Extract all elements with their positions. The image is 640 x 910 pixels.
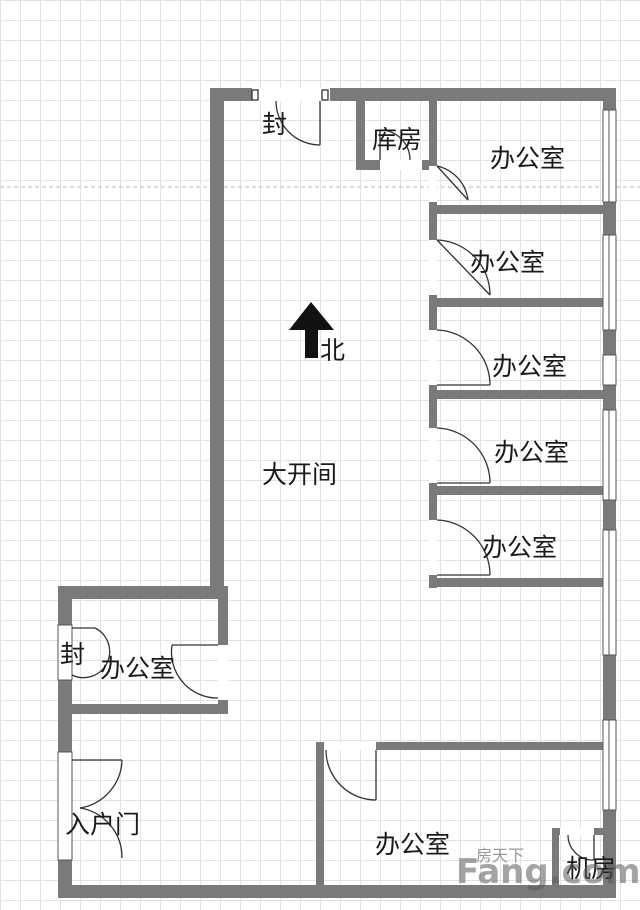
- door-storage-arc: [379, 129, 411, 161]
- room-label-sealed-left: 封: [60, 640, 86, 669]
- wall-left-office-bottom: [58, 704, 228, 714]
- wall-office-5-bottom: [429, 578, 605, 587]
- door-entrance-arc-a: [79, 759, 123, 809]
- door-openings: [218, 88, 594, 835]
- room-label-sealed-top: 封: [262, 110, 288, 139]
- door-office-3-arc: [436, 329, 491, 386]
- room-label-storage: 库房: [372, 125, 423, 154]
- wall-left-box-top: [58, 586, 228, 599]
- room-label-machine-room: 机房: [566, 854, 617, 883]
- room-label-office-left: 办公室: [100, 654, 176, 683]
- north-arrow-icon: [289, 302, 334, 358]
- window-left-2: [57, 751, 73, 861]
- windows: [57, 109, 617, 861]
- room-label-office-bottom: 办公室: [375, 830, 451, 859]
- walls: [58, 88, 616, 898]
- wall-office-1-bottom: [429, 205, 605, 214]
- door-office-5-arc: [436, 519, 491, 576]
- wall-left-upper: [210, 88, 224, 598]
- door-swings: [71, 89, 595, 861]
- room-label-office-3: 办公室: [492, 352, 568, 381]
- opening-left-office: [218, 645, 228, 700]
- door-bottom-office-arc: [325, 749, 377, 801]
- door-entrance-arc-b: [79, 807, 123, 859]
- north-arrow-shaft: [305, 325, 318, 358]
- wall-office-2-bottom: [429, 298, 605, 307]
- window-left-1: [57, 624, 73, 681]
- opening-top: [252, 88, 330, 101]
- door-office-2-arc: [436, 239, 491, 296]
- wall-office-3-bottom: [429, 390, 605, 399]
- door-top-frame-a: [251, 89, 259, 101]
- wall-bottom-office-left: [316, 742, 324, 892]
- room-label-entrance-door: 入户门: [65, 810, 141, 839]
- door-left-sealed-arc: [71, 627, 111, 679]
- watermark-brand: 房天下: [476, 846, 525, 865]
- wall-bottom-office-top: [316, 742, 606, 750]
- door-left-office-arc: [170, 644, 219, 699]
- wall-office-4-bottom: [429, 486, 605, 495]
- room-label-office-2: 办公室: [470, 248, 546, 277]
- opening-bottom-office: [324, 742, 376, 750]
- room-label-office-1: 办公室: [490, 144, 566, 173]
- opening-office-3: [429, 330, 437, 385]
- door-top-arc: [275, 100, 321, 146]
- opening-office-5: [429, 520, 437, 575]
- watermark-brand-latin: Fang.com: [456, 852, 640, 892]
- door-office-1-leaf: [436, 165, 469, 201]
- wall-bottom: [58, 885, 616, 898]
- opening-storage: [380, 160, 422, 170]
- opening-machine-room: [560, 828, 594, 835]
- door-office-4-arc: [436, 427, 491, 484]
- room-label-open-area: 大开间: [262, 460, 338, 489]
- opening-office-4: [429, 428, 437, 483]
- door-top-frame-b: [321, 89, 329, 101]
- north-arrow-head: [289, 302, 334, 330]
- wall-machine-room-left: [552, 828, 559, 888]
- opening-office-2: [429, 240, 437, 295]
- room-label-office-5: 办公室: [482, 533, 558, 562]
- door-office-1-arc: [436, 165, 469, 201]
- wall-storage-left: [356, 100, 365, 170]
- door-machine-arc: [567, 834, 595, 861]
- opening-office-1: [429, 166, 437, 202]
- room-label-office-4: 办公室: [494, 438, 570, 467]
- door-office-2-leaf: [436, 239, 491, 296]
- north-label: 北: [320, 336, 346, 365]
- window-right-3: [602, 354, 617, 386]
